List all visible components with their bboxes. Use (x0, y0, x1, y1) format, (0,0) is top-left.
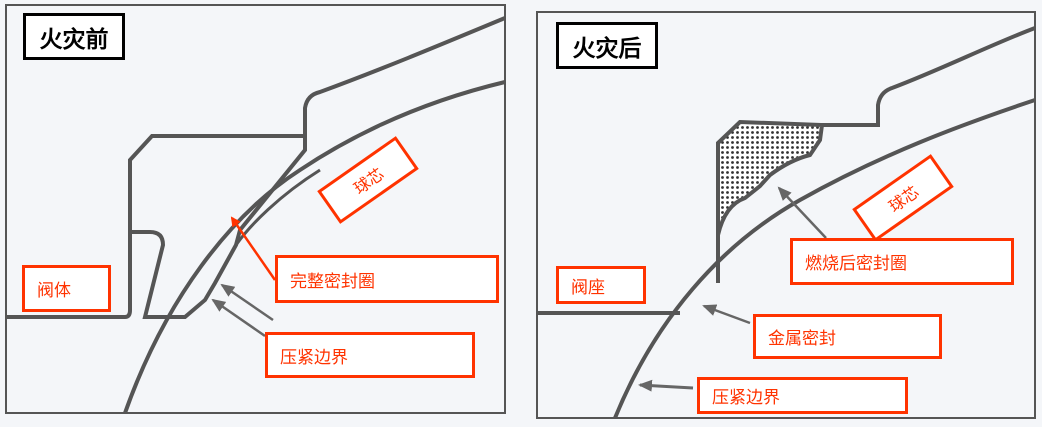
seal-ring-line (234, 168, 321, 246)
valve-body-label: 阀体 (22, 265, 111, 312)
panel-title-after: 火灾后 (556, 22, 658, 69)
panel-before-fire (5, 4, 506, 414)
valve-body-outline (6, 16, 506, 319)
seal-ring-arrow (230, 216, 277, 281)
valve-body-outline (537, 26, 1036, 315)
seat-outline (130, 136, 307, 319)
panel-title-before: 火灾前 (23, 13, 125, 60)
burned-seal-arrow (777, 186, 827, 239)
ball-core-outline (123, 80, 506, 414)
ball-core-outline (613, 98, 1036, 419)
compression-boundary-label: 压紧边界 (697, 377, 908, 414)
metal-seal-arrow (702, 304, 751, 325)
seal-ring-label: 完整密封圈 (275, 255, 499, 303)
valve-seat-label: 阀座 (556, 266, 646, 304)
compression-arrow-2 (211, 298, 266, 338)
metal-seal-label: 金属密封 (753, 314, 942, 359)
burned-seal-ring-label: 燃烧后密封圈 (790, 238, 1014, 285)
burned-seal-ring-shape (716, 119, 825, 236)
compression-arrow-1 (220, 283, 274, 322)
compression-arrow (638, 379, 694, 392)
compression-boundary-label: 压紧边界 (265, 332, 475, 378)
